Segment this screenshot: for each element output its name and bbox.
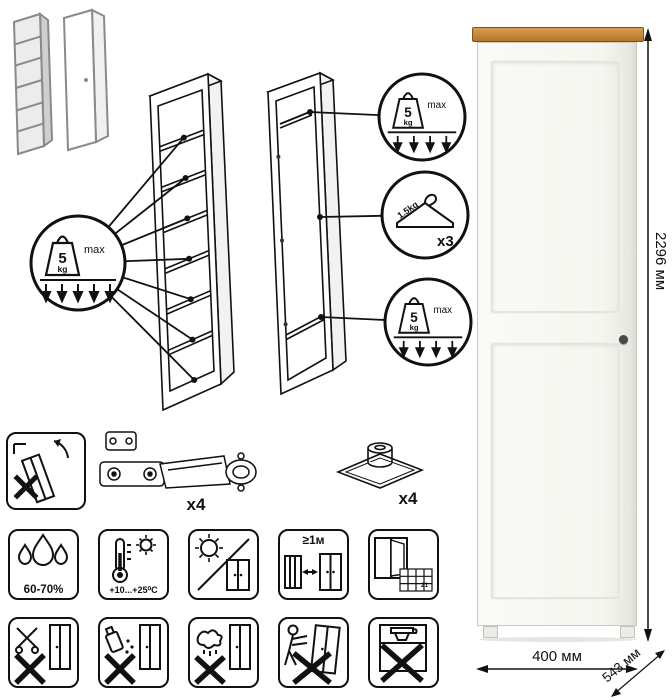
no-liquids-icon bbox=[98, 617, 169, 688]
shelf-weight-callout: 5 kg max bbox=[29, 214, 127, 312]
foot-icon: x4 bbox=[335, 442, 425, 508]
wardrobe-shadow bbox=[479, 637, 637, 642]
temperature-label: +10...+25⁰C bbox=[109, 585, 158, 595]
no-dragging-icon bbox=[278, 617, 349, 688]
down-arrows-icon bbox=[40, 284, 116, 304]
depth-label: 543 мм bbox=[599, 645, 643, 685]
top-weight-callout: 5 kg max bbox=[377, 72, 467, 162]
weight-value: 5 bbox=[58, 250, 66, 267]
hanger-count-label: x3 bbox=[437, 233, 454, 250]
door-panel-upper bbox=[491, 61, 620, 313]
humidity-icon: 60-70% bbox=[8, 529, 79, 600]
hinge-count-label: x4 bbox=[187, 495, 206, 514]
weight-max: max bbox=[84, 244, 105, 256]
down-arrows-icon bbox=[398, 340, 458, 359]
weight-value: 5 bbox=[404, 105, 412, 120]
wardrobe-leg-right bbox=[620, 626, 635, 638]
humidity-label: 60-70% bbox=[23, 584, 64, 596]
distance-label: ≥1м bbox=[302, 533, 325, 547]
ventilation-day-label: 21 bbox=[421, 582, 429, 589]
wardrobe-interior-drawing bbox=[266, 71, 347, 396]
weight-max: max bbox=[433, 305, 452, 316]
weight-unit: kg bbox=[404, 118, 413, 127]
shelf-cabinet-drawing bbox=[148, 72, 235, 412]
weight-unit: kg bbox=[410, 323, 419, 332]
depth-dimension: 543 мм bbox=[599, 645, 665, 697]
height-dimension: 2296 мм bbox=[644, 28, 669, 642]
height-label: 2296 мм bbox=[652, 232, 669, 290]
hinge-icon: x4 bbox=[99, 431, 257, 514]
anti-tip-warning-icon bbox=[6, 432, 86, 510]
wardrobe-top-board bbox=[472, 27, 644, 42]
wardrobe-leg-left bbox=[483, 626, 498, 638]
no-direct-sunlight-icon bbox=[188, 529, 259, 600]
foot-count-label: x4 bbox=[399, 489, 418, 508]
no-wet-cloth-icon bbox=[188, 617, 259, 688]
thumbnail-shelf-unit bbox=[12, 11, 54, 156]
bottom-weight-callout: 5 kg max bbox=[383, 277, 473, 367]
width-label: 400 мм bbox=[532, 648, 582, 665]
weight-unit: kg bbox=[58, 264, 68, 274]
down-arrows-icon bbox=[392, 135, 452, 154]
no-heavy-load-icon bbox=[368, 617, 439, 688]
ventilation-icon: 21 bbox=[368, 529, 439, 600]
door-knob-icon bbox=[619, 335, 628, 344]
no-sharp-tools-icon bbox=[8, 617, 79, 688]
wardrobe-render bbox=[477, 42, 637, 626]
heat-distance-icon: ≥1м bbox=[278, 529, 349, 600]
width-dimension: 400 мм bbox=[476, 648, 638, 673]
weight-max: max bbox=[427, 100, 446, 111]
temperature-icon: +10...+25⁰C bbox=[98, 529, 169, 600]
thumbnail-wardrobe bbox=[62, 8, 110, 152]
weight-value: 5 bbox=[410, 310, 418, 325]
hanger-callout: 1.5kg x3 bbox=[380, 170, 470, 260]
door-panel-lower bbox=[491, 343, 620, 599]
